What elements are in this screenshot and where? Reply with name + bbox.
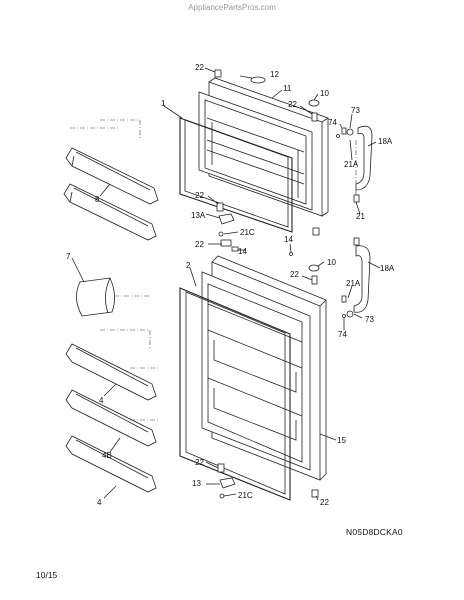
freezer-shelf-upper bbox=[65, 147, 159, 205]
freezer-door-liner bbox=[198, 91, 313, 211]
freezer-top-pin-right bbox=[311, 112, 318, 122]
callout-18a: 18A bbox=[380, 264, 395, 273]
callout-21c: 21C bbox=[238, 491, 253, 500]
callout-21a: 21A bbox=[346, 279, 361, 288]
callout-10: 10 bbox=[320, 89, 329, 98]
callout-14: 14 bbox=[238, 247, 247, 256]
callout-74: 74 bbox=[328, 118, 337, 127]
callout-13a: 13A bbox=[191, 211, 206, 220]
freezer-top-pin bbox=[214, 69, 222, 78]
callout-22: 22 bbox=[195, 63, 204, 72]
callout-22: 22 bbox=[320, 498, 329, 507]
callout-73: 73 bbox=[365, 315, 374, 324]
door-shelf-4b bbox=[65, 389, 157, 447]
model-code: N05D8DCKA0 bbox=[346, 527, 403, 537]
freezer-top-bumper bbox=[250, 76, 266, 84]
freezer-door-assembly bbox=[179, 69, 329, 237]
door-shelf-4-lower bbox=[65, 435, 157, 493]
callout-1: 1 bbox=[161, 99, 166, 108]
fresh-food-handle-assembly bbox=[341, 237, 371, 318]
callout-10: 10 bbox=[327, 258, 336, 267]
callout-74: 74 bbox=[338, 330, 347, 339]
callout-4: 4 bbox=[99, 396, 104, 405]
freezer-handle bbox=[355, 125, 373, 191]
callout-7: 7 bbox=[66, 252, 71, 261]
fresh-food-handle-cap bbox=[346, 310, 354, 318]
freezer-door-shelves bbox=[63, 119, 159, 241]
dairy-bin bbox=[76, 277, 150, 317]
callout-labels: 22 12 11 10 22 1 73 74 18A 21A 8 22 13A … bbox=[66, 63, 395, 507]
fresh-food-lower-hinge bbox=[219, 477, 236, 489]
fresh-food-door-liner bbox=[201, 271, 311, 471]
callout-22: 22 bbox=[195, 458, 204, 467]
callout-22: 22 bbox=[195, 191, 204, 200]
callout-12: 12 bbox=[270, 70, 279, 79]
callout-22: 22 bbox=[195, 240, 204, 249]
callout-4: 4 bbox=[97, 498, 102, 507]
callout-21c: 21C bbox=[240, 228, 255, 237]
fresh-food-door-gasket bbox=[179, 287, 291, 501]
freezer-plug bbox=[308, 99, 320, 107]
callout-18a: 18A bbox=[378, 137, 393, 146]
fresh-food-handle bbox=[353, 245, 371, 313]
callout-14: 14 bbox=[284, 235, 293, 244]
callout-22: 22 bbox=[290, 270, 299, 279]
callout-15: 15 bbox=[337, 436, 346, 445]
watermark-text: AppliancePartsPros.com bbox=[188, 3, 276, 12]
callout-11: 11 bbox=[283, 84, 292, 93]
callout-22: 22 bbox=[288, 100, 297, 109]
fresh-food-top-hinge bbox=[220, 239, 232, 247]
freezer-handle-assembly bbox=[336, 125, 373, 203]
callout-21: 21 bbox=[356, 212, 365, 221]
freezer-lower-hinge bbox=[218, 213, 235, 225]
callout-4b: 4B bbox=[102, 451, 112, 460]
callout-13: 13 bbox=[192, 479, 201, 488]
freezer-handle-cap bbox=[346, 128, 354, 136]
callout-8: 8 bbox=[95, 195, 100, 204]
page-number: 10/15 bbox=[36, 570, 58, 580]
callout-21a: 21A bbox=[344, 160, 359, 169]
callout-73: 73 bbox=[351, 106, 360, 115]
freezer-hinge-pin bbox=[216, 202, 224, 212]
fresh-food-door-shelves bbox=[65, 329, 160, 493]
fresh-food-hinge-pin bbox=[217, 463, 225, 473]
callout-2: 2 bbox=[186, 261, 191, 270]
leader-lines bbox=[71, 67, 381, 501]
freezer-shelf-lower bbox=[63, 183, 157, 241]
fresh-food-door-assembly bbox=[179, 239, 327, 501]
door-shelf-4-upper bbox=[65, 343, 157, 401]
